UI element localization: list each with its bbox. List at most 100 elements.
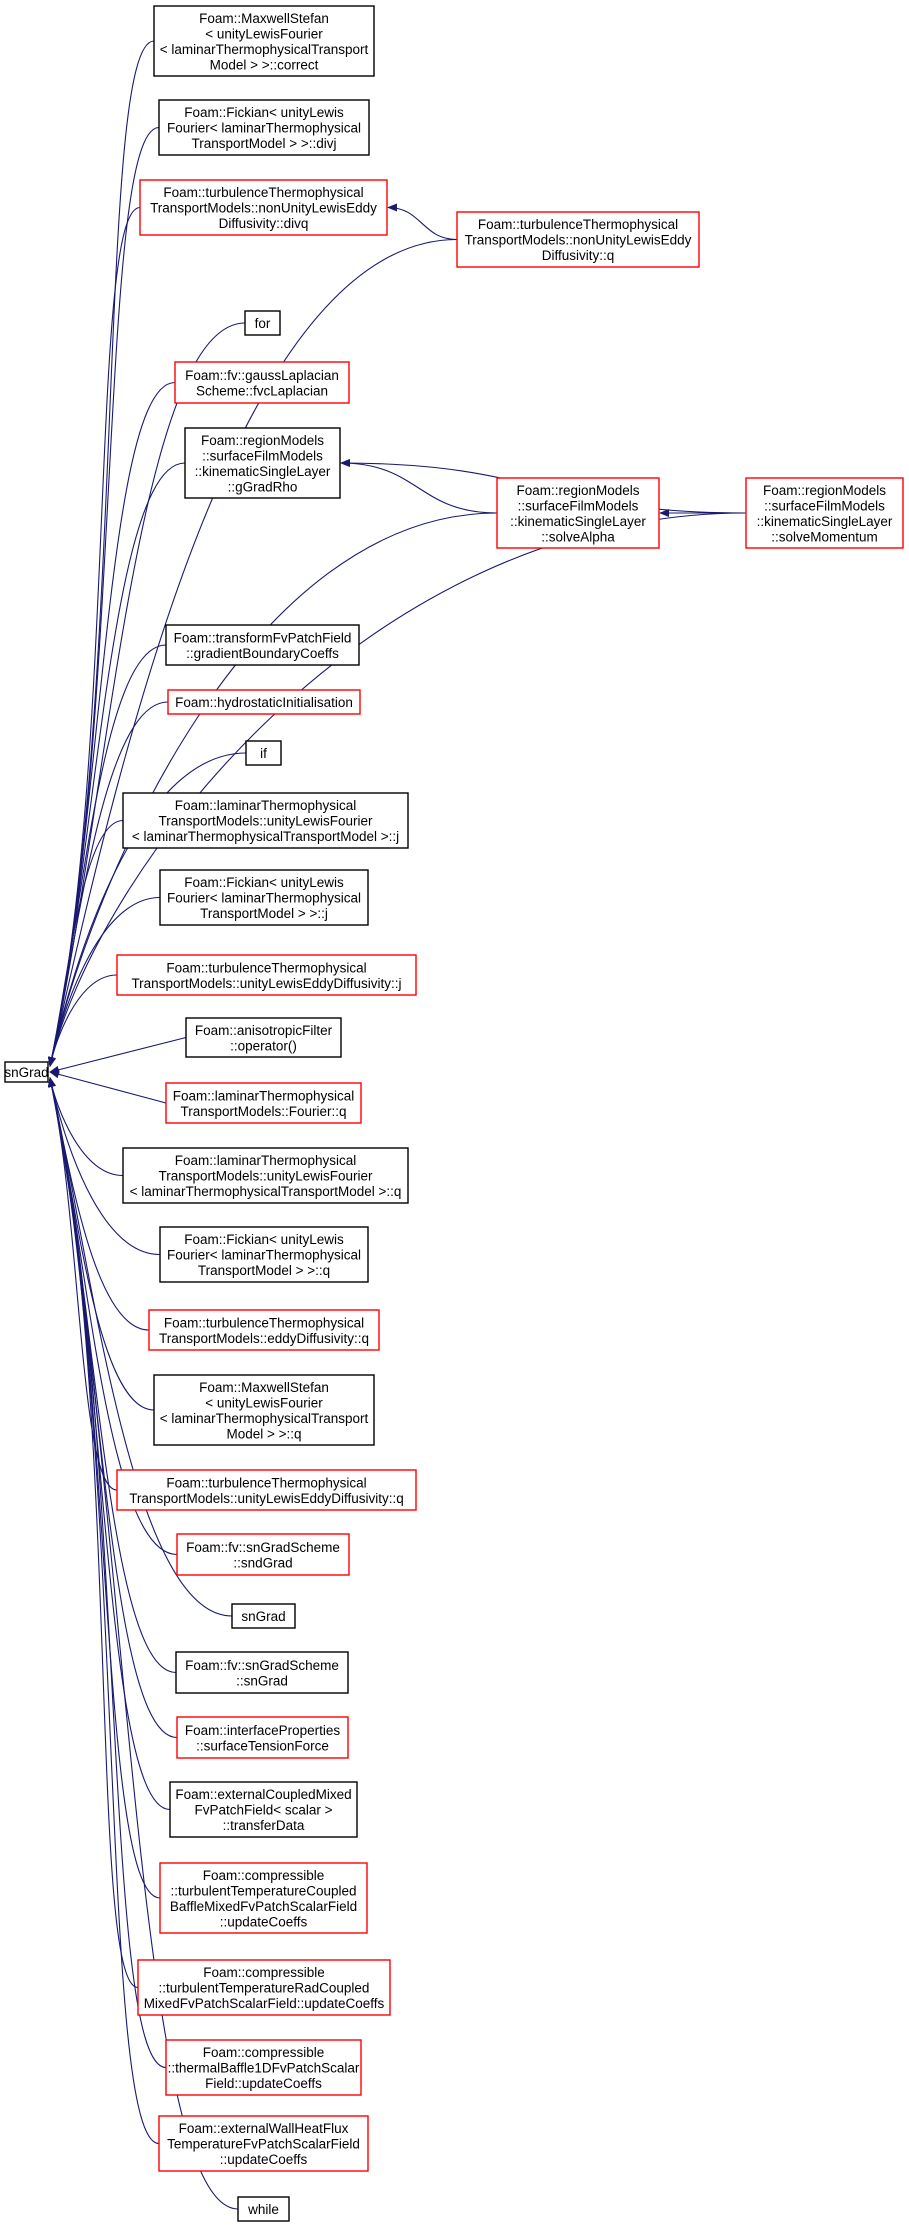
node-label-line: Foam::compressible [203, 1965, 325, 1980]
node-label-line: Foam::regionModels [763, 483, 886, 498]
node-label-line: Foam::Fickian< unityLewis [184, 1232, 344, 1247]
graph-node[interactable]: Foam::laminarThermophysicalTransportMode… [122, 792, 409, 849]
node-box[interactable] [165, 1082, 362, 1124]
node-box[interactable] [175, 1651, 349, 1694]
node-label-line: ::surfaceFilmModels [518, 498, 639, 513]
node-box[interactable] [159, 1862, 368, 1934]
node-label-line: Model > >::q [226, 1426, 301, 1441]
node-label-line: Foam::anisotropicFilter [195, 1023, 333, 1038]
graph-node[interactable]: Foam::turbulenceThermophysicalTransportM… [139, 179, 388, 236]
node-box[interactable] [185, 1017, 342, 1058]
graph-node[interactable]: Foam::hydrostaticInitialisation [167, 689, 361, 715]
graph-node[interactable]: Foam::regionModels::surfaceFilmModels::k… [496, 477, 660, 549]
node-box[interactable] [159, 1226, 369, 1283]
graph-node[interactable]: Foam::turbulenceThermophysicalTransportM… [116, 1469, 417, 1511]
node-label-line: Foam::fv::gaussLaplacian [185, 368, 339, 383]
node-label-line: Foam::externalCoupledMixed [175, 1787, 351, 1802]
call-edge [48, 512, 498, 1067]
node-box[interactable] [456, 211, 700, 268]
node-box[interactable] [139, 179, 388, 236]
graph-node[interactable]: snGrad [4, 1061, 49, 1083]
node-label-line: ::turbulentTemperatureCoupled [170, 1883, 356, 1898]
graph-node[interactable]: Foam::transformFvPatchField::gradientBou… [165, 624, 360, 666]
call-edge [48, 1077, 139, 1989]
graph-node[interactable]: Foam::anisotropicFilter::operator() [185, 1017, 342, 1058]
graph-node[interactable]: Foam::fv::gaussLaplacianScheme::fvcLapla… [174, 361, 350, 404]
graph-node[interactable]: Foam::externalWallHeatFluxTemperatureFvP… [158, 2115, 369, 2172]
graph-node[interactable]: Foam::laminarThermophysicalTransportMode… [165, 1082, 362, 1124]
graph-node[interactable]: Foam::Fickian< unityLewisFourier< lamina… [159, 869, 369, 926]
node-box[interactable] [158, 2115, 369, 2172]
graph-node[interactable]: if [245, 740, 282, 766]
graph-node[interactable]: Foam::compressible::thermalBaffle1DFvPat… [165, 2039, 362, 2096]
node-box[interactable] [244, 310, 281, 336]
graph-node[interactable]: for [244, 310, 281, 336]
node-box[interactable] [148, 1309, 380, 1351]
node-box[interactable] [116, 1469, 417, 1511]
graph-node[interactable]: Foam::regionModels::surfaceFilmModels::k… [745, 477, 904, 549]
node-label-line: TransportModel > >::q [198, 1263, 330, 1278]
node-label-line: while [247, 2202, 279, 2217]
graph-node[interactable]: Foam::externalCoupledMixedFvPatchField< … [169, 1781, 358, 1838]
node-label-line: < unityLewisFourier [205, 1395, 323, 1410]
node-label-line: Foam::regionModels [201, 433, 324, 448]
node-label-line: Foam::MaxwellStefan [199, 11, 329, 26]
call-edge [47, 974, 118, 1067]
node-label-line: for [255, 316, 271, 331]
node-box[interactable] [116, 954, 417, 996]
node-label-line: if [260, 746, 267, 761]
graph-node[interactable]: Foam::compressible::turbulentTemperature… [137, 1959, 391, 2016]
root-node-box[interactable] [4, 1061, 49, 1083]
node-label-line: ::gGradRho [228, 479, 298, 494]
graph-node[interactable]: snGrad [231, 1603, 296, 1629]
node-label-line: Foam::fv::snGradScheme [186, 1540, 340, 1555]
node-box[interactable] [245, 740, 282, 766]
node-box[interactable] [122, 1147, 409, 1204]
node-box[interactable] [174, 361, 350, 404]
node-box[interactable] [184, 427, 341, 499]
node-label-line: ::transferData [223, 1818, 305, 1833]
node-box[interactable] [165, 624, 360, 666]
node-box[interactable] [176, 1533, 350, 1576]
graph-node[interactable]: Foam::fv::snGradScheme::sndGrad [176, 1533, 350, 1576]
call-edge [48, 1077, 161, 1256]
graph-node[interactable]: Foam::regionModels::surfaceFilmModels::k… [184, 427, 341, 499]
node-label-line: ::solveAlpha [541, 529, 615, 544]
graph-node[interactable]: Foam::fv::snGradScheme::snGrad [175, 1651, 349, 1694]
node-box[interactable] [496, 477, 660, 549]
node-label-line: ::thermalBaffle1DFvPatchScalar [168, 2061, 360, 2076]
graph-node[interactable]: Foam::turbulenceThermophysicalTransportM… [148, 1309, 380, 1351]
node-box[interactable] [237, 2196, 290, 2222]
node-box[interactable] [169, 1781, 358, 1838]
graph-node[interactable]: Foam::turbulenceThermophysicalTransportM… [116, 954, 417, 996]
node-label-line: TransportModel > >::j [200, 906, 328, 921]
node-box[interactable] [122, 792, 409, 849]
graph-node[interactable]: Foam::interfaceProperties::surfaceTensio… [176, 1716, 349, 1759]
node-box[interactable] [745, 477, 904, 549]
node-box[interactable] [158, 99, 370, 156]
node-box[interactable] [153, 1374, 375, 1446]
node-label-line: TransportModels::unityLewisEddyDiffusivi… [129, 1491, 404, 1506]
node-box[interactable] [153, 5, 375, 77]
graph-node[interactable]: Foam::Fickian< unityLewisFourier< lamina… [159, 1226, 369, 1283]
node-box[interactable] [231, 1603, 296, 1629]
call-edge [48, 1077, 155, 1411]
node-label-line: TransportModels::nonUnityLewisEddy [465, 233, 692, 248]
call-edge [48, 701, 169, 1067]
call-edge [49, 1036, 187, 1074]
graph-node[interactable]: while [237, 2196, 290, 2222]
node-box[interactable] [165, 2039, 362, 2096]
node-label-line: < laminarThermophysicalTransport [160, 1411, 369, 1426]
node-box[interactable] [167, 689, 361, 715]
graph-node[interactable]: Foam::Fickian< unityLewisFourier< lamina… [158, 99, 370, 156]
node-box[interactable] [159, 869, 369, 926]
graph-node[interactable]: Foam::turbulenceThermophysicalTransportM… [456, 211, 700, 268]
node-box[interactable] [137, 1959, 391, 2016]
graph-node[interactable]: Foam::MaxwellStefan< unityLewisFourier< … [153, 1374, 375, 1446]
node-label-line: Foam::compressible [203, 1868, 325, 1883]
graph-node[interactable]: Foam::laminarThermophysicalTransportMode… [122, 1147, 409, 1204]
graph-node[interactable]: Foam::MaxwellStefan< unityLewisFourier< … [153, 5, 375, 77]
call-edge [48, 1077, 150, 1331]
node-box[interactable] [176, 1716, 349, 1759]
graph-node[interactable]: Foam::compressible::turbulentTemperature… [159, 1862, 368, 1934]
